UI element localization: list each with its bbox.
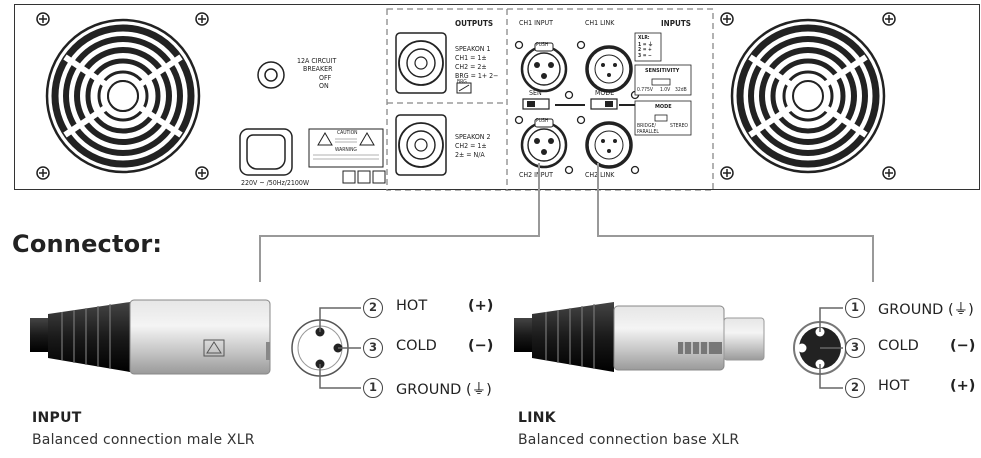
link-pin-2-label: HOT: [878, 378, 910, 394]
input-title: INPUT: [32, 410, 82, 426]
input-pin-1-label: GROUND (⏚): [396, 382, 492, 398]
mode-opt-stereo: STEREO: [670, 123, 688, 129]
brg-badge: BRG: [457, 79, 467, 85]
sensitivity-opt1: 0.775V: [637, 87, 653, 93]
breaker-label-line2: BREAKER: [303, 65, 333, 73]
input-pin-3-label: COLD: [396, 338, 437, 354]
sen-switch-label: SEN: [529, 89, 542, 97]
mode-box-title: MODE: [655, 104, 672, 110]
xlr-key-1: 1 = ⏚: [638, 42, 654, 48]
link-title: LINK: [518, 410, 556, 426]
input-leader-line: [259, 163, 540, 282]
link-pin-3-label: COLD: [878, 338, 919, 354]
breaker-on-label: ON: [319, 82, 329, 90]
ch1-input-label: CH1 INPUT: [519, 19, 553, 27]
male-xlr-drawing: [30, 299, 361, 389]
input-pin-3-badge: 3: [363, 338, 383, 358]
mode-switch-label: MODE: [595, 89, 615, 97]
input-pin-1-badge: 1: [363, 378, 383, 398]
ch2-input-xlr: [520, 118, 568, 169]
link-pin-1-badge: 1: [845, 298, 865, 318]
left-fan-icon: [45, 18, 201, 174]
speakon1-ch2: CH2 = 2±: [455, 63, 487, 71]
input-pin-3-sign: (−): [468, 338, 494, 354]
input-pin-2-label: HOT: [396, 298, 428, 314]
link-pin-3-sign: (−): [950, 338, 976, 354]
ch1-input-xlr: [520, 42, 568, 93]
xlr-key-2: 2 = +: [638, 47, 652, 53]
speakon-2-connector: [395, 114, 447, 176]
connector-heading: Connector:: [12, 230, 163, 258]
input-subtitle: Balanced connection male XLR: [32, 432, 255, 448]
link-subtitle: Balanced connection base XLR: [518, 432, 740, 448]
ch1-link-xlr: [585, 45, 633, 93]
speakon2-ch2: CH2 = 1±: [455, 142, 487, 150]
xlr-key-3: 3 = −: [638, 53, 652, 59]
rear-panel: 12A CIRCUIT BREAKER OFF ON 220V ~ /50Hz/…: [14, 4, 980, 191]
ch2-push-label: PUSH: [536, 118, 549, 124]
speakon2-rest: 2± = N/A: [455, 151, 485, 159]
female-xlr-drawing: [514, 302, 847, 389]
mode-opt-bridge: BRIDGE/: [637, 123, 656, 129]
sensitivity-opt2: 1.0V: [660, 87, 671, 93]
input-pin-2-sign: (+): [468, 298, 494, 314]
sensitivity-opt3: 32dB: [675, 87, 687, 93]
speakon2-title: SPEAKON 2: [455, 133, 491, 141]
xlr-key-title: XLR:: [638, 35, 650, 41]
speakon1-title: SPEAKON 1: [455, 45, 491, 53]
speakon-1-connector: [395, 32, 447, 94]
breaker-label-line1: 12A CIRCUIT: [297, 57, 337, 65]
link-pin-1-label: GROUND (⏚): [878, 302, 974, 318]
link-pin-2-sign: (+): [950, 378, 976, 394]
sensitivity-title: SENSITIVITY: [645, 68, 680, 74]
ch1-link-label: CH1 LINK: [585, 19, 615, 27]
speakon1-brg: BRG = 1+ 2−: [455, 72, 499, 80]
rear-panel-drawing: [36, 8, 896, 191]
link-pin-2-badge: 2: [845, 378, 865, 398]
breaker-off-label: OFF: [319, 74, 332, 82]
outputs-title: OUTPUTS: [455, 19, 494, 28]
right-fan-icon: [730, 18, 886, 174]
mode-opt-parallel: PARALLEL: [637, 129, 659, 135]
link-leader-line: [597, 163, 874, 282]
ch2-input-label: CH2 INPUT: [519, 171, 553, 179]
ch2-link-label: CH2 LINK: [585, 171, 615, 179]
link-pin-3-badge: 3: [845, 338, 865, 358]
ch2-link-xlr: [585, 121, 633, 169]
input-pin-2-badge: 2: [363, 298, 383, 318]
ch1-push-label: PUSH: [536, 42, 549, 48]
caution-label: CAUTION: [337, 130, 358, 136]
warning-label: WARNING: [335, 147, 357, 153]
inputs-title: INPUTS: [661, 19, 691, 28]
power-rating-label: 220V ~ /50Hz/2100W: [241, 179, 310, 187]
speakon1-ch1: CH1 = 1±: [455, 54, 487, 62]
